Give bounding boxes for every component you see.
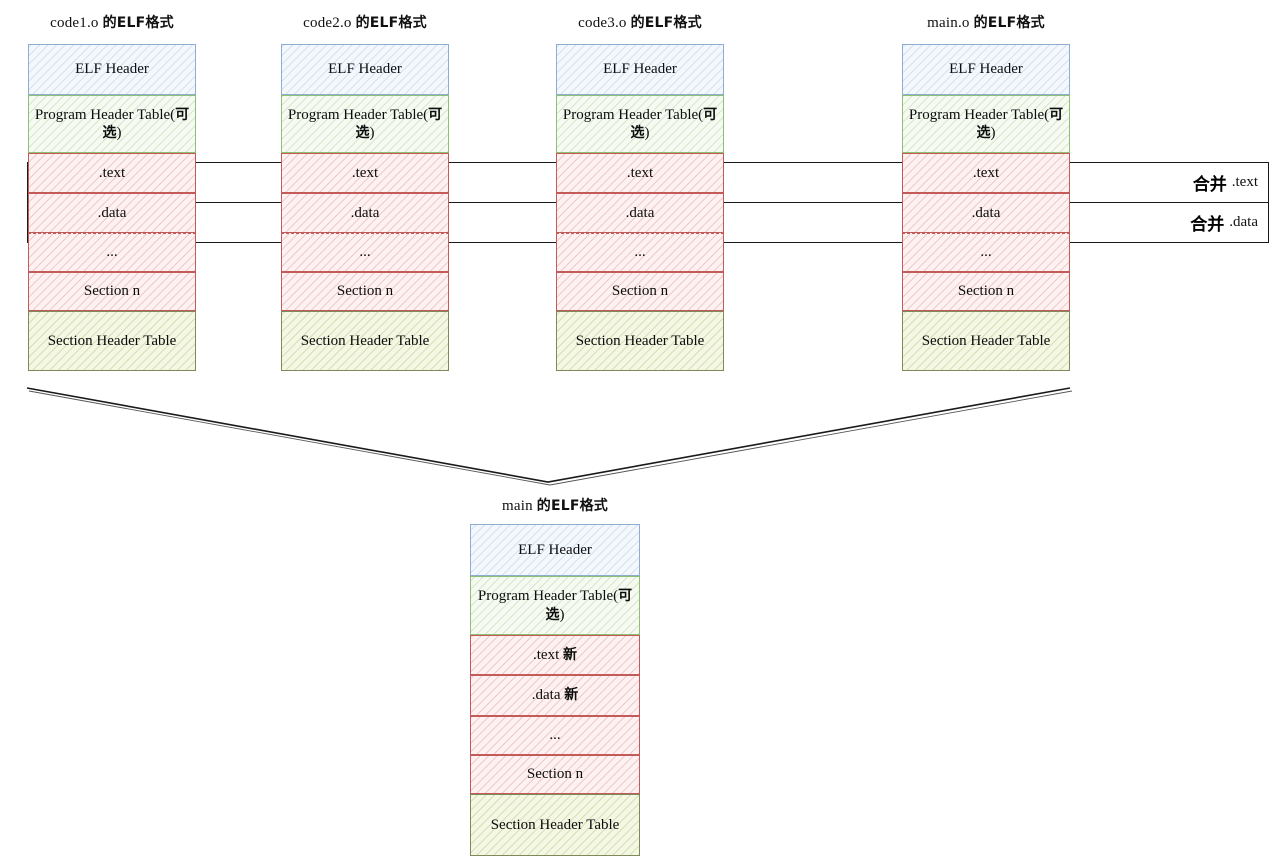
column-title-code3-cjk: 的ELF格式 [630, 15, 702, 31]
merge-text-cjk: 合并 [1192, 175, 1227, 195]
code3-section-text: .text [556, 153, 724, 193]
code2-section-data: .data [281, 193, 449, 233]
maino-section-data-label: .data [971, 204, 1001, 221]
code1-program-header-table-label: Program Header Table(可选) [34, 106, 190, 141]
code3-section-data: .data [556, 193, 724, 233]
code2-section-n: Section n [281, 272, 449, 311]
column-title-code1-cjk: 的ELF格式 [102, 15, 174, 31]
code2-section-text-label: .text [351, 164, 379, 181]
code2-section-ellipsis: ... [281, 233, 449, 272]
maino-section-text-label: .text [972, 164, 1000, 181]
code1-elf-header-label: ELF Header [75, 61, 149, 78]
column-title-main-output: main 的ELF格式 [470, 495, 640, 515]
code3-section-data-label: .data [625, 204, 655, 221]
main-program-header-table: Program Header Table(可选) [470, 576, 640, 635]
code3-section-header-table: Section Header Table [556, 311, 724, 371]
code3-program-header-table-label: Program Header Table(可选) [562, 106, 718, 141]
code1-section-n: Section n [28, 272, 196, 311]
maino-section-n-label: Section n [957, 283, 1015, 300]
merge-data-label: 合并 .data [1080, 202, 1258, 243]
code3-section-header-table-label: Section Header Table [575, 332, 705, 349]
column-title-code2-cjk: 的ELF格式 [355, 15, 427, 31]
main-section-data-new-label: .data 新 [531, 687, 579, 704]
column-title-code3: code3.o 的ELF格式 [556, 12, 724, 32]
main-section-ellipsis: ... [470, 716, 640, 755]
code1-section-text: .text [28, 153, 196, 193]
code2-section-header-table-label: Section Header Table [300, 332, 430, 349]
merge-text-section: .text [1231, 174, 1258, 190]
code1-program-header-table: Program Header Table(可选) [28, 95, 196, 153]
code1-section-ellipsis-label: ... [106, 244, 118, 261]
main-program-header-table-label: Program Header Table(可选) [477, 588, 633, 623]
code1-section-text-label: .text [98, 164, 126, 181]
maino-section-header-table-label: Section Header Table [921, 332, 1051, 349]
column-title-code2-latin: code2.o [303, 15, 352, 31]
column-title-maino-cjk: 的ELF格式 [973, 15, 1045, 31]
code2-elf-header-label: ELF Header [328, 61, 402, 78]
code1-section-n-label: Section n [83, 283, 141, 300]
code3-section-text-label: .text [626, 164, 654, 181]
maino-section-text: .text [902, 153, 1070, 193]
code2-section-header-table: Section Header Table [281, 311, 449, 371]
code1-section-data-label: .data [97, 204, 127, 221]
code3-section-n-label: Section n [611, 283, 669, 300]
merge-data-section: .data [1229, 214, 1258, 230]
main-section-text-new: .text 新 [470, 635, 640, 675]
code2-section-ellipsis-label: ... [359, 244, 371, 261]
maino-program-header-table: Program Header Table(可选) [902, 95, 1070, 153]
main-section-ellipsis-label: ... [549, 727, 561, 744]
code2-section-data-label: .data [350, 204, 380, 221]
column-title-code1-latin: code1.o [50, 15, 99, 31]
elf-column-code3: ELF Header Program Header Table(可选) .tex… [556, 44, 724, 371]
code3-elf-header-label: ELF Header [603, 61, 677, 78]
code1-section-data: .data [28, 193, 196, 233]
code3-section-ellipsis-label: ... [634, 244, 646, 261]
main-section-n: Section n [470, 755, 640, 794]
elf-column-code2: ELF Header Program Header Table(可选) .tex… [281, 44, 449, 371]
code2-program-header-table-label: Program Header Table(可选) [287, 106, 443, 141]
maino-section-ellipsis: ... [902, 233, 1070, 272]
code1-section-header-table: Section Header Table [28, 311, 196, 371]
code2-program-header-table: Program Header Table(可选) [281, 95, 449, 153]
main-elf-header: ELF Header [470, 524, 640, 576]
column-title-main-latin: main [502, 498, 533, 514]
column-title-code1: code1.o 的ELF格式 [28, 12, 196, 32]
main-section-header-table-label: Section Header Table [490, 816, 620, 833]
code2-elf-header: ELF Header [281, 44, 449, 95]
merge-data-cjk: 合并 [1190, 215, 1225, 235]
maino-program-header-table-label: Program Header Table(可选) [908, 106, 1064, 141]
main-section-data-new: .data 新 [470, 675, 640, 716]
code2-section-text: .text [281, 153, 449, 193]
main-section-header-table: Section Header Table [470, 794, 640, 856]
elf-column-maino: ELF Header Program Header Table(可选) .tex… [902, 44, 1070, 371]
merge-text-label: 合并 .text [1080, 162, 1258, 203]
elf-column-main-output: ELF Header Program Header Table(可选) .tex… [470, 524, 640, 856]
column-title-code3-latin: code3.o [578, 15, 627, 31]
column-title-main-cjk: 的ELF格式 [536, 498, 608, 514]
maino-elf-header: ELF Header [902, 44, 1070, 95]
main-section-n-label: Section n [526, 766, 584, 783]
code1-elf-header: ELF Header [28, 44, 196, 95]
maino-section-ellipsis-label: ... [980, 244, 992, 261]
code3-program-header-table: Program Header Table(可选) [556, 95, 724, 153]
main-elf-header-label: ELF Header [518, 541, 592, 558]
maino-section-header-table: Section Header Table [902, 311, 1070, 371]
elf-column-code1: ELF Header Program Header Table(可选) .tex… [28, 44, 196, 371]
code3-section-ellipsis: ... [556, 233, 724, 272]
column-title-maino-latin: main.o [927, 15, 970, 31]
column-title-maino: main.o 的ELF格式 [902, 12, 1070, 32]
code3-section-n: Section n [556, 272, 724, 311]
code1-section-header-table-label: Section Header Table [47, 332, 177, 349]
maino-section-data: .data [902, 193, 1070, 233]
maino-elf-header-label: ELF Header [949, 61, 1023, 78]
main-section-text-new-label: .text 新 [533, 646, 577, 663]
code1-section-ellipsis: ... [28, 233, 196, 272]
maino-section-n: Section n [902, 272, 1070, 311]
column-title-code2: code2.o 的ELF格式 [281, 12, 449, 32]
code2-section-n-label: Section n [336, 283, 394, 300]
code3-elf-header: ELF Header [556, 44, 724, 95]
